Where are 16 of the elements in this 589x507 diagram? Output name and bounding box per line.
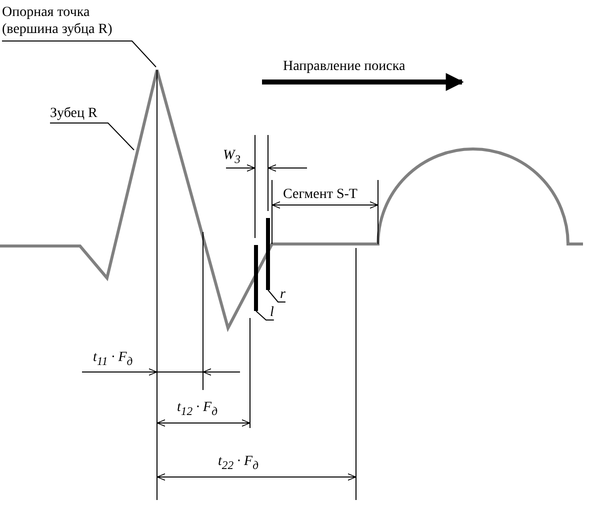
callout-label: Зубец R [50, 105, 98, 122]
callout-label: Опорная точка (вершина зубца R) [2, 4, 132, 38]
marker-bar [254, 245, 258, 311]
leader-line [256, 310, 274, 320]
dimension-label: t$_{11}$ · F$_{д}$ [93, 349, 133, 370]
marker-bar [266, 218, 270, 290]
dimension-label: W$_{3}$ [223, 147, 240, 168]
leader-line [2, 40, 156, 68]
direction-label: Направление поиска [283, 58, 406, 75]
dimension-label: Сегмент S-T [283, 186, 358, 203]
dimension-label: t$_{22}$ · F$_{д}$ [218, 453, 259, 474]
marker-label: r [280, 286, 286, 303]
dimension-label: t$_{12}$ · F$_{д}$ [177, 399, 218, 420]
marker-label: l [270, 304, 274, 321]
leader-line [50, 122, 134, 150]
leader-line [268, 290, 286, 302]
